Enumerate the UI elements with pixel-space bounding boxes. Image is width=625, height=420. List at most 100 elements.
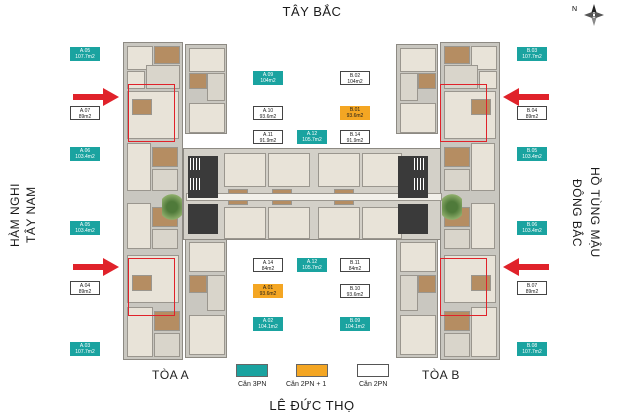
arrow-left-icon [503, 258, 549, 276]
unit-code: A.07 [79, 108, 91, 114]
unit-area: 103.4m2 [522, 228, 542, 234]
garden-west [162, 192, 182, 222]
unit-area: 84m2 [261, 266, 275, 272]
street-right-direction: ĐÔNG BẮC [570, 178, 584, 247]
legend-swatch-2pn [357, 364, 389, 377]
unit-area: 103.4m2 [522, 154, 542, 160]
compass-north-label: N [572, 6, 578, 13]
street-bottom: LÊ ĐỨC THỌ [269, 398, 355, 413]
unit-code: A.02 [262, 318, 274, 324]
arrow-right-icon [73, 88, 119, 106]
legend-swatch-2pn1 [296, 364, 328, 377]
street-top: TÂY BẮC [282, 4, 342, 19]
unit-area: 84m2 [348, 266, 362, 272]
unit-area: 91.9m2 [259, 138, 277, 144]
arrow-right-icon [73, 258, 119, 276]
unit-code: A.06 [79, 148, 91, 154]
highlight-b04 [440, 84, 487, 142]
unit-area: 105.7m2 [302, 265, 322, 271]
arrow-left-icon [503, 88, 549, 106]
unit-code: A.05 [79, 48, 91, 54]
unit-code: B.04 [526, 108, 538, 114]
tower-b-north-block [396, 44, 438, 134]
unit-code: B.09 [349, 318, 361, 324]
legend-label-2pn1: Căn 2PN + 1 [286, 381, 327, 388]
tower-a-north-block [185, 44, 227, 134]
unit-area: 104m2 [347, 79, 363, 85]
unit-code: B.08 [526, 343, 538, 349]
unit-code: B.02 [349, 73, 361, 79]
unit-area: 107.7m2 [75, 349, 95, 355]
street-right-name: HỒ TÙNG MẬU [588, 166, 602, 258]
highlight-b07 [440, 258, 487, 316]
unit-code: B.06 [526, 222, 538, 228]
unit-code: B.03 [526, 48, 538, 54]
unit-area: 105.7m2 [302, 137, 322, 143]
unit-area: 104m2 [260, 78, 276, 84]
unit-code: B.01 [349, 107, 361, 113]
unit-code: B.05 [526, 148, 538, 154]
unit-code: A.12 [306, 259, 318, 265]
unit-area: 93.6m2 [346, 113, 364, 119]
unit-area: 107.7m2 [522, 349, 542, 355]
legend-swatch-3pn [236, 364, 268, 377]
unit-area: 89m2 [525, 289, 539, 295]
unit-code: B.14 [349, 132, 361, 138]
highlight-a07 [128, 84, 175, 142]
tower-a-south-block [185, 238, 227, 358]
legend-label-3pn: Căn 3PN [238, 381, 267, 388]
unit-area: 103.4m2 [75, 228, 95, 234]
unit-code: A.14 [262, 260, 274, 266]
unit-area: 89m2 [78, 114, 92, 120]
tower-a-label: TÒA A [152, 368, 190, 382]
highlight-a04 [128, 258, 175, 316]
unit-area: 107.7m2 [522, 54, 542, 60]
unit-code: B.11 [350, 260, 360, 266]
unit-code: A.12 [306, 131, 318, 137]
unit-area: 93.6m2 [259, 291, 277, 297]
unit-code: A.10 [262, 108, 274, 114]
unit-code: A.11 [263, 132, 273, 138]
unit-area: 93.6m2 [346, 292, 364, 298]
garden-east [442, 192, 462, 222]
unit-code: B.10 [349, 286, 361, 292]
unit-code: A.04 [79, 283, 91, 289]
unit-area: 93.6m2 [259, 114, 277, 120]
tower-b-label: TÒA B [422, 368, 460, 382]
unit-code: A.01 [262, 285, 274, 291]
unit-area: 103.4m2 [75, 154, 95, 160]
unit-area: 89m2 [525, 114, 539, 120]
unit-code: A.09 [262, 72, 274, 78]
unit-area: 104.1m2 [258, 324, 278, 330]
compass: N [572, 2, 608, 30]
compass-icon [584, 4, 604, 26]
unit-code: B.07 [526, 283, 538, 289]
unit-area: 91.9m2 [346, 138, 364, 144]
